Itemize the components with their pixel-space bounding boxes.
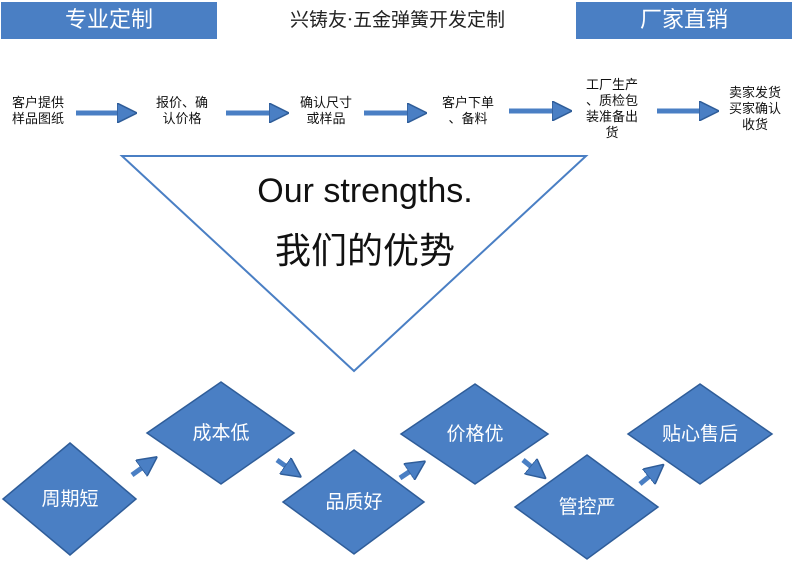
connector-arrow-2 [275, 460, 294, 472]
diamond-service [626, 383, 774, 485]
connector-arrow-4 [521, 458, 539, 473]
strengths-heading-chinese: 我们的优势 [274, 231, 455, 272]
connector-arrow-5 [638, 470, 657, 486]
right-banner: 厂家直销 [576, 2, 792, 39]
process-step-2: 报价、确 认价格 [155, 96, 208, 127]
diamond-price [399, 383, 550, 485]
process-step-1: 客户提供 样品图纸 [11, 96, 64, 127]
diamond-quality [281, 449, 426, 555]
diamond-control [513, 454, 660, 560]
diamond-cost [145, 381, 296, 485]
advantage-label-control: 管控严 [558, 496, 616, 518]
left-banner: 专业定制 [1, 2, 217, 39]
advantage-label-cost: 成本低 [192, 422, 250, 444]
process-step-6: 卖家发货 买家确认 收货 [728, 86, 781, 133]
advantage-label-quality: 品质好 [325, 491, 383, 513]
process-step-3: 确认尺寸 或样品 [299, 96, 352, 127]
advantage-label-price: 价格优 [446, 423, 504, 445]
strengths-heading-english: Our strengths. [257, 172, 473, 210]
process-step-4: 客户下单 、备料 [441, 96, 494, 127]
process-step-5: 工厂生产 、质检包 装准备出 货 [585, 78, 638, 141]
diamond-cycle [1, 442, 138, 556]
advantage-label-cycle: 周期短 [41, 488, 99, 510]
connector-arrow-1 [130, 462, 150, 478]
page-title: 兴铸友·五金弹簧开发定制 [289, 9, 506, 31]
strengths-triangle [119, 155, 589, 373]
connector-arrow-3 [398, 466, 418, 478]
advantage-label-service: 贴心售后 [661, 423, 738, 445]
